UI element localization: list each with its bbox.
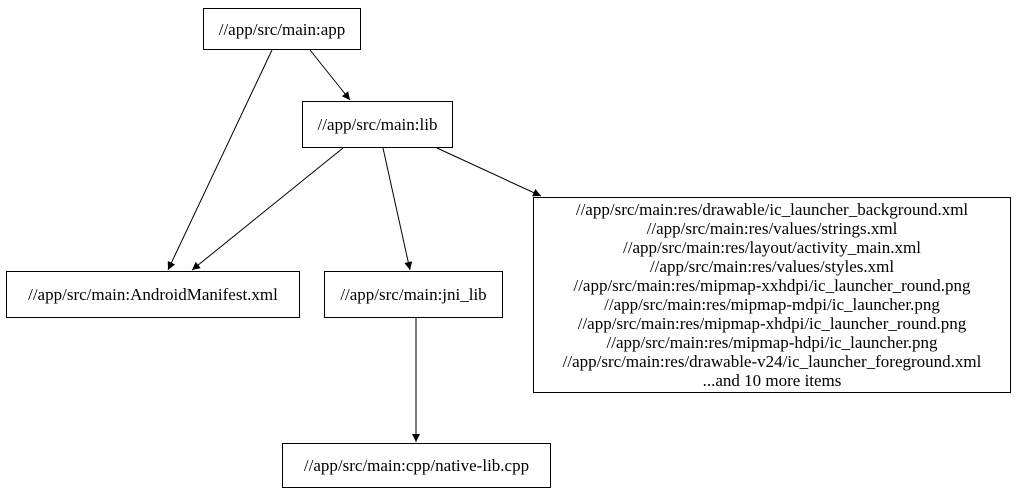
edge-app-lib	[309, 49, 351, 101]
node-jni_lib: //app/src/main:jni_lib	[324, 271, 503, 318]
node-app: //app/src/main:app	[203, 8, 361, 50]
node-label-line: //app/src/main:res/drawable/ic_launcher_…	[575, 200, 969, 219]
node-label-line: //app/src/main:res/mipmap-xxhdpi/ic_laun…	[573, 276, 971, 295]
node-label-line: //app/src/main:AndroidManifest.xml	[28, 285, 278, 304]
node-label-line: //app/src/main:app	[218, 19, 346, 39]
edge-app-manifest	[167, 49, 273, 271]
node-label-line: //app/src/main:res/mipmap-hdpi/ic_launch…	[606, 333, 938, 352]
node-manifest: //app/src/main:AndroidManifest.xml	[6, 271, 300, 318]
node-label-line: //app/src/main:res/values/styles.xml	[649, 257, 895, 276]
node-native_lib_cpp: //app/src/main:cpp/native-lib.cpp	[282, 443, 551, 488]
node-label-line: //app/src/main:res/drawable-v24/ic_launc…	[562, 352, 982, 371]
node-label-line: //app/src/main:jni_lib	[340, 285, 487, 304]
node-label-line: //app/src/main:lib	[317, 115, 438, 134]
node-label-line: //app/src/main:res/layout/activity_main.…	[623, 238, 921, 257]
node-label-line: //app/src/main:res/mipmap-mdpi/ic_launch…	[604, 295, 940, 314]
node-lib: //app/src/main:lib	[302, 101, 453, 148]
node-label-line: //app/src/main:res/values/strings.xml	[646, 219, 898, 238]
node-label-line: //app/src/main:cpp/native-lib.cpp	[303, 456, 530, 475]
edge-lib-jni_lib	[382, 147, 413, 271]
node-res_group: //app/src/main:res/drawable/ic_launcher_…	[533, 197, 1011, 393]
node-label-line: //app/src/main:res/mipmap-xhdpi/ic_launc…	[577, 314, 967, 333]
edge-lib-manifest	[191, 147, 344, 271]
node-label-line: ...and 10 more items	[702, 371, 842, 390]
edge-lib-res_group	[436, 147, 542, 197]
